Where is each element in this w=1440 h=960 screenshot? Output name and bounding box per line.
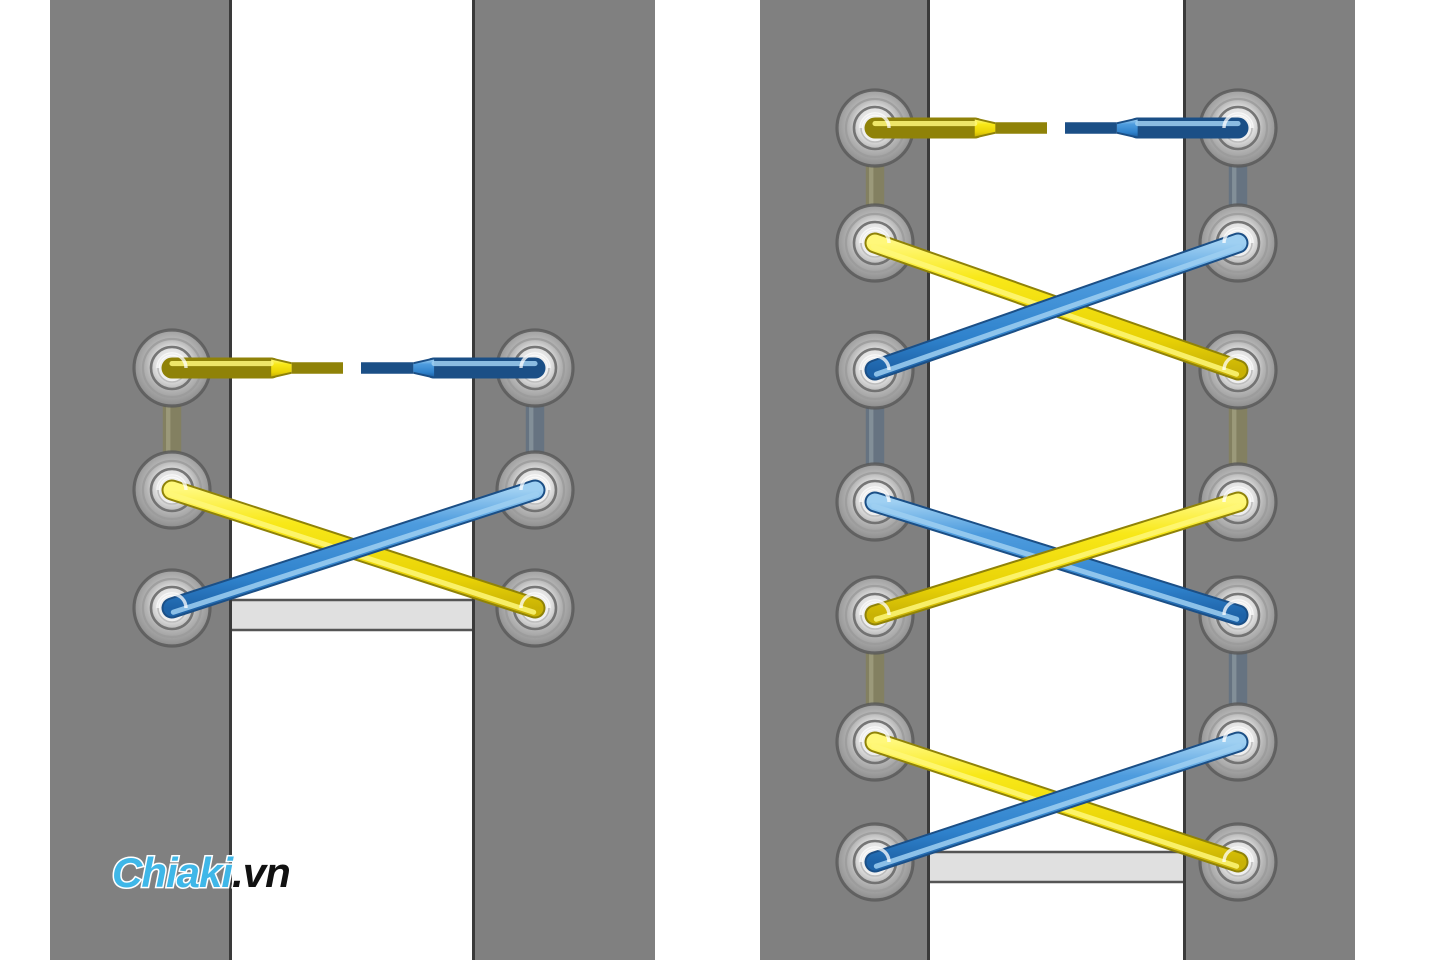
eyelet-outer-ring-right-diagram-L4	[835, 462, 915, 542]
eyelet-hole-highlight-right-diagram-R2	[1222, 227, 1254, 244]
eyelet-outer-ring-right-diagram-R2	[1198, 203, 1278, 283]
left-diagram-left-panel-edge	[229, 0, 232, 960]
right-diagram-tongue	[930, 852, 1183, 882]
right-diagram-cross-lace-3-highlight	[873, 244, 1243, 377]
eyelet-outer-ring-left-diagram-R3	[495, 568, 575, 648]
eyelet-hole-highlight-right-diagram-L3	[859, 354, 891, 371]
eyelet-hole-highlight-right-diagram-L1	[859, 112, 891, 129]
eyelet-hole-highlight-right-diagram-L6	[859, 726, 891, 743]
eyelet-hole-highlight-right-diagram-L5	[859, 599, 891, 616]
right-diagram-left-panel-edge	[927, 0, 930, 960]
right-diagram-cross-lace-5-highlight	[873, 743, 1242, 869]
left-diagram-aglet-yellow-taper-body	[271, 359, 292, 377]
left-diagram-aglet-blue	[361, 357, 546, 379]
watermark-tld: .vn	[231, 849, 293, 896]
right-diagram-cross-lace-3-body	[866, 234, 1247, 379]
eyelet-hole-highlight-left-diagram-L1	[156, 352, 188, 369]
left-diagram-cross-lace-1-body	[163, 481, 544, 617]
eyelet-hole-highlight-left-diagram-R3	[519, 592, 551, 609]
eyelet-outer-ring-right-diagram-L6	[835, 702, 915, 782]
eyelet-hole-highlight-right-diagram-R7	[1222, 846, 1254, 863]
eyelet-outer-ring-right-diagram-R7	[1198, 822, 1278, 902]
left-diagram-aglet-blue-taper-body	[413, 359, 435, 377]
eyelet-outer-ring-right-diagram-L3	[835, 330, 915, 410]
right-diagram-aglet-yellow	[864, 117, 1047, 139]
eyelet-outer-ring-left-diagram-L2	[132, 450, 212, 530]
watermark-brand: Chiaki	[110, 849, 234, 896]
eyelet-outer-ring-right-diagram-L7	[835, 822, 915, 902]
eyelet-outer-ring-right-diagram-L5	[835, 575, 915, 655]
right-diagram-cross-lace-5-body	[866, 733, 1247, 871]
eyelet-outer-ring-right-diagram-R5	[1198, 575, 1278, 655]
left-diagram-cross-lace-1-highlight	[170, 491, 539, 615]
left-diagram-tongue	[232, 600, 472, 630]
right-diagram-cross-lace-5	[864, 731, 1249, 873]
eyelet-hole-highlight-left-diagram-R1	[519, 352, 551, 369]
lace-segments-layer	[161, 117, 1249, 873]
eyelet-holes-layer	[156, 112, 1254, 863]
eyelet-outer-ring-right-diagram-R4	[1198, 462, 1278, 542]
eyelet-hole-highlight-right-diagram-R6	[1222, 726, 1254, 743]
right-diagram-cross-lace-4-body	[866, 493, 1247, 624]
left-diagram-right-panel-edge	[472, 0, 475, 960]
eyelet-hole-highlight-left-diagram-L2	[156, 474, 188, 491]
eyelet-hole-highlight-right-diagram-L7	[859, 846, 891, 863]
right-diagram-right-panel-edge	[1183, 0, 1186, 960]
eyelet-hole-highlight-left-diagram-R2	[519, 474, 551, 491]
eyelet-outer-ring-left-diagram-R2	[495, 450, 575, 530]
right-diagram-cross-lace-3	[864, 232, 1249, 381]
right-diagram-aglet-blue	[1065, 117, 1249, 139]
eyelet-hole-highlight-right-diagram-R5	[1222, 599, 1254, 616]
eyelet-hole-highlight-right-diagram-L2	[859, 227, 891, 244]
eyelet-outer-ring-left-diagram-L3	[132, 568, 212, 648]
right-diagram-aglet-blue-taper-body	[1116, 119, 1138, 137]
eyelet-hole-highlight-right-diagram-R1	[1222, 112, 1254, 129]
right-diagram-cross-lace-4-highlight	[873, 503, 1242, 622]
right-diagram-aglet-yellow-taper-body	[974, 119, 996, 137]
eyelet-outer-ring-right-diagram-L2	[835, 203, 915, 283]
eyelet-hole-highlight-right-diagram-R3	[1222, 354, 1254, 371]
eyelet-hole-highlight-right-diagram-L4	[859, 486, 891, 503]
left-diagram-aglet-yellow	[161, 357, 343, 379]
eyelet-hole-highlight-left-diagram-L3	[156, 592, 188, 609]
left-diagram-cross-lace-1	[161, 479, 546, 619]
eyelet-outer-ring-right-diagram-R6	[1198, 702, 1278, 782]
eyelet-outer-ring-right-diagram-R3	[1198, 330, 1278, 410]
right-diagram-cross-lace-4	[864, 491, 1249, 626]
chiaki-watermark: Chiaki.vn	[110, 849, 293, 896]
eyelet-hole-highlight-right-diagram-R4	[1222, 486, 1254, 503]
